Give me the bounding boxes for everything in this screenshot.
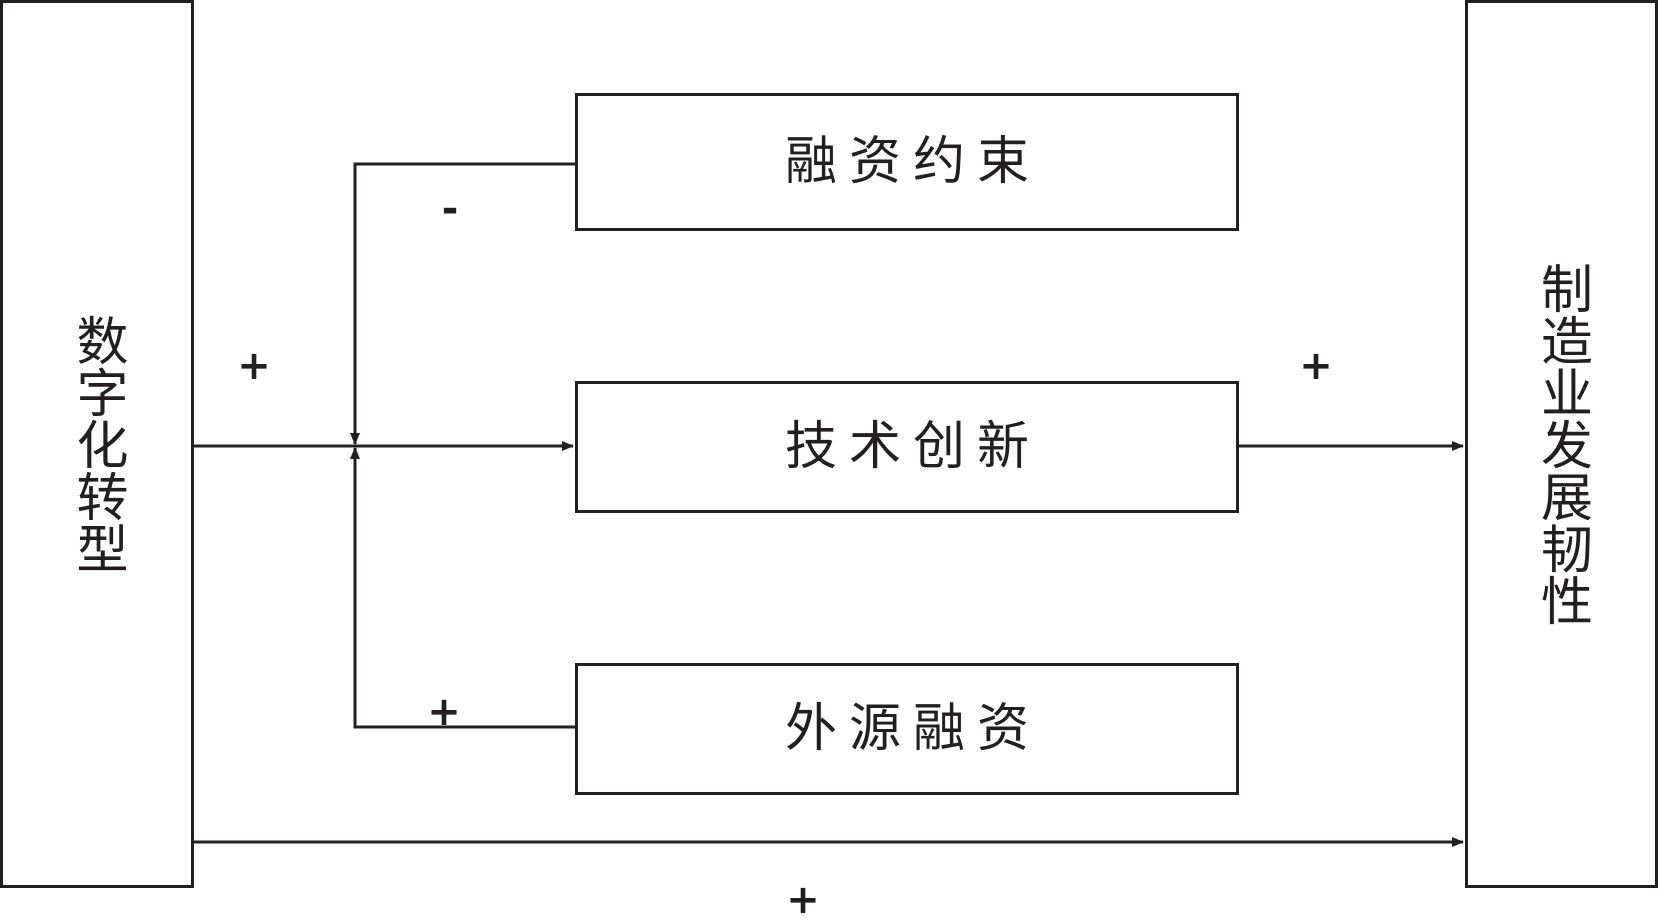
sign-financing-constraint: -: [441, 186, 459, 232]
sign-direct-effect: +: [786, 877, 820, 923]
node-external-financing: 外源融资: [575, 663, 1239, 795]
node-external-financing-label: 外源融资: [784, 699, 1041, 759]
sign-external-financing: +: [427, 689, 461, 735]
node-digital-transformation-label: 数字化转型: [67, 314, 127, 574]
node-technological-innovation: 技术创新: [575, 381, 1239, 513]
node-financing-constraint: 融资约束: [575, 93, 1239, 231]
sign-innovation-to-resilience: +: [1299, 343, 1333, 389]
node-manufacturing-resilience: 制造业发展韧性: [1465, 0, 1658, 888]
node-digital-transformation: 数字化转型: [0, 0, 194, 888]
sign-digital-to-innovation: +: [237, 343, 271, 389]
arrow-external-financing-moderation: [350, 447, 576, 729]
node-financing-constraint-label: 融资约束: [784, 132, 1041, 192]
node-technological-innovation-label: 技术创新: [784, 417, 1041, 477]
node-manufacturing-resilience-label: 制造业发展韧性: [1531, 262, 1592, 626]
arrow-financing-constraint-moderation: [350, 162, 576, 445]
